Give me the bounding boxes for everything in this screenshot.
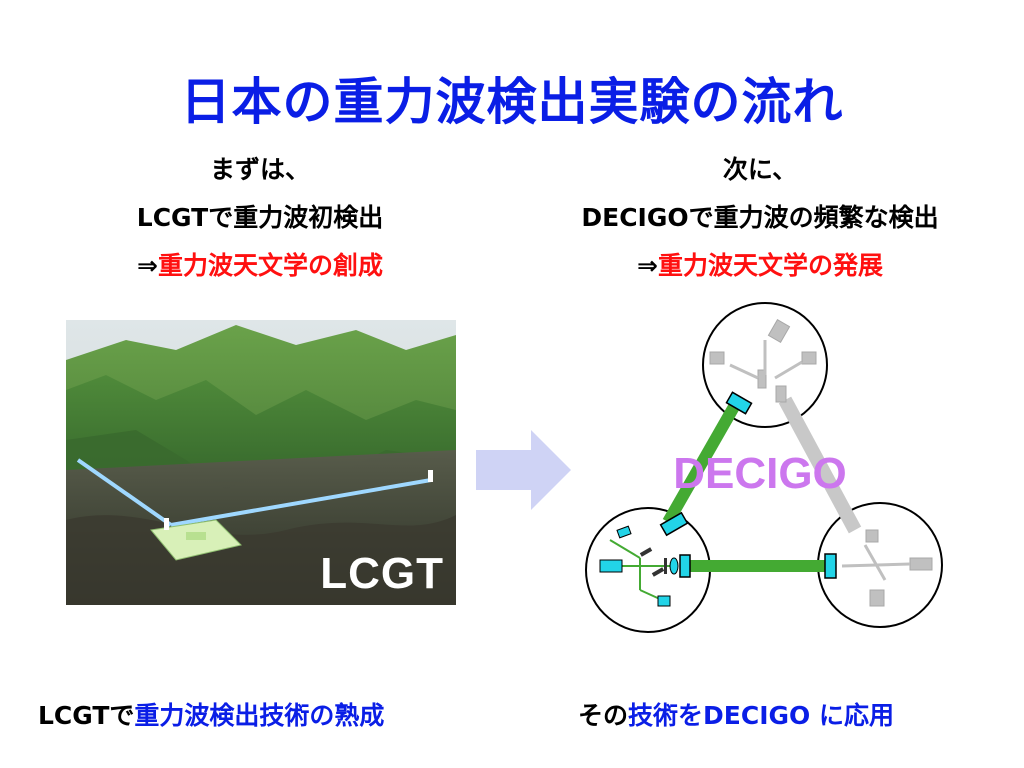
lcgt-label: LCGT [320, 549, 444, 598]
bottom-left-prefix: LCGTで [38, 701, 135, 730]
decigo-label: DECIGO [673, 449, 847, 498]
right-arrow-icon [476, 430, 571, 510]
decigo-diagram: DECIGO [585, 302, 943, 633]
right-line-3-emphasis: 重力波天文学の発展 [657, 251, 883, 280]
left-column-text: まずは、 LCGTで重力波初検出 ⇒重力波天文学の創成 [50, 146, 470, 290]
left-line-3-emphasis: 重力波天文学の創成 [157, 251, 383, 280]
lcgt-illustration [66, 320, 456, 605]
bottom-right-suffix: に応用 [810, 701, 894, 730]
left-line-3-arrow: ⇒ [137, 251, 158, 280]
right-column-text: 次に、 DECIGOで重力波の頻繁な検出 ⇒重力波天文学の発展 [510, 146, 1010, 290]
bottom-right-prefix: その [578, 701, 629, 730]
right-line-1: 次に、 [722, 155, 798, 184]
right-mirror-icon [824, 553, 837, 579]
left-line-2: LCGTで重力波初検出 [136, 203, 384, 232]
lcgt-photo: LCGT [66, 320, 456, 605]
bottom-left-emphasis: 重力波検出技術の熟成 [134, 701, 385, 730]
bottom-right-emphasis: 技術をDECIGO [628, 701, 811, 730]
page-title: 日本の重力波検出実験の流れ [180, 73, 844, 131]
left-line-1: まずは、 [209, 155, 310, 184]
top-optics [709, 319, 817, 403]
laser-arm-green-left [662, 402, 741, 525]
right-optics [841, 529, 933, 607]
right-line-2: DECIGOで重力波の頻繁な検出 [581, 203, 939, 232]
bottom-left-caption: LCGTで重力波検出技術の熟成 [38, 696, 384, 732]
left-optics [599, 511, 691, 607]
top-mirror-icon [725, 391, 753, 415]
laser-arm-gray [778, 396, 862, 534]
bottom-right-caption: その技術をDECIGO に応用 [578, 696, 894, 732]
right-line-3: ⇒重力波天文学の発展 [510, 242, 1010, 290]
left-line-3: ⇒重力波天文学の創成 [50, 242, 470, 290]
right-line-3-arrow: ⇒ [637, 251, 658, 280]
